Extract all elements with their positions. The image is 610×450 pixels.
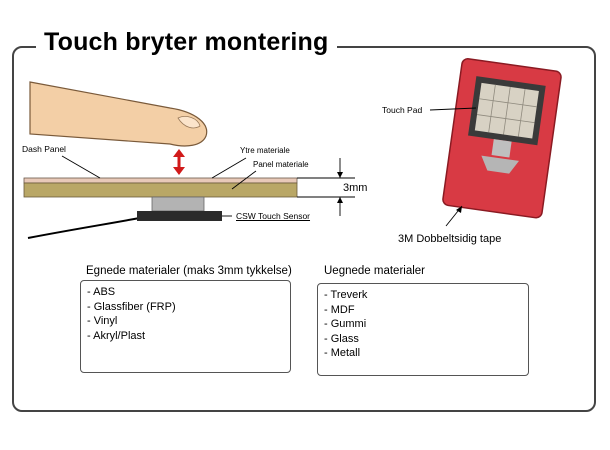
touch-pad-assembly (442, 58, 562, 219)
list-item: - Treverk (324, 289, 368, 301)
touch-pad-label: Touch Pad (382, 105, 423, 115)
list-item: - Gummi (324, 318, 367, 330)
list-item: - Vinyl (87, 315, 118, 327)
sensor-pad (151, 196, 205, 212)
unsuitable-heading: Uegnede materialer (324, 265, 426, 277)
touch-sensor-base (137, 211, 222, 221)
dash-panel-pointer (61, 155, 101, 179)
suitable-heading: Egnede materialer (maks 3mm tykkelse) (86, 265, 292, 277)
touch-arrow (173, 149, 185, 175)
list-item: - Akryl/Plast (87, 329, 146, 342)
panel-material-layer (23, 182, 298, 198)
list-item: - ABS (87, 286, 116, 298)
outer-material-label: Ytre materiale (240, 146, 290, 155)
list-item: - Glassfiber (FRP) (87, 300, 176, 313)
outer-material-layer (23, 177, 298, 184)
thickness-label: 3mm (343, 182, 368, 194)
sensor-label: CSW Touch Sensor (236, 211, 311, 221)
suitable-materials-box: - ABS - Glassfiber (FRP) - Vinyl - Akryl… (80, 280, 291, 373)
sensor-cable (27, 215, 151, 239)
panel-material-pointer (231, 170, 257, 190)
dash-panel-label: Dash Panel (22, 144, 66, 154)
list-item: - MDF (324, 303, 355, 316)
thickness-dimension (297, 158, 355, 216)
list-item: - Metall (324, 347, 361, 359)
panel-material-label: Panel materiale (253, 160, 309, 169)
fingernail (177, 116, 201, 129)
page-title: Touch bryter montering (36, 28, 337, 57)
pad-connector (491, 139, 512, 158)
touch-pad-pointer (429, 107, 477, 111)
outer-material-pointer (211, 157, 247, 179)
tape-label: 3M Dobbeltsidig tape (398, 233, 502, 245)
pad-tail (481, 155, 520, 174)
unsuitable-materials-box: - Treverk - MDF - Gummi - Glass - Metall (317, 283, 529, 376)
list-item: - Glass (324, 332, 359, 345)
finger-illustration (29, 81, 208, 147)
